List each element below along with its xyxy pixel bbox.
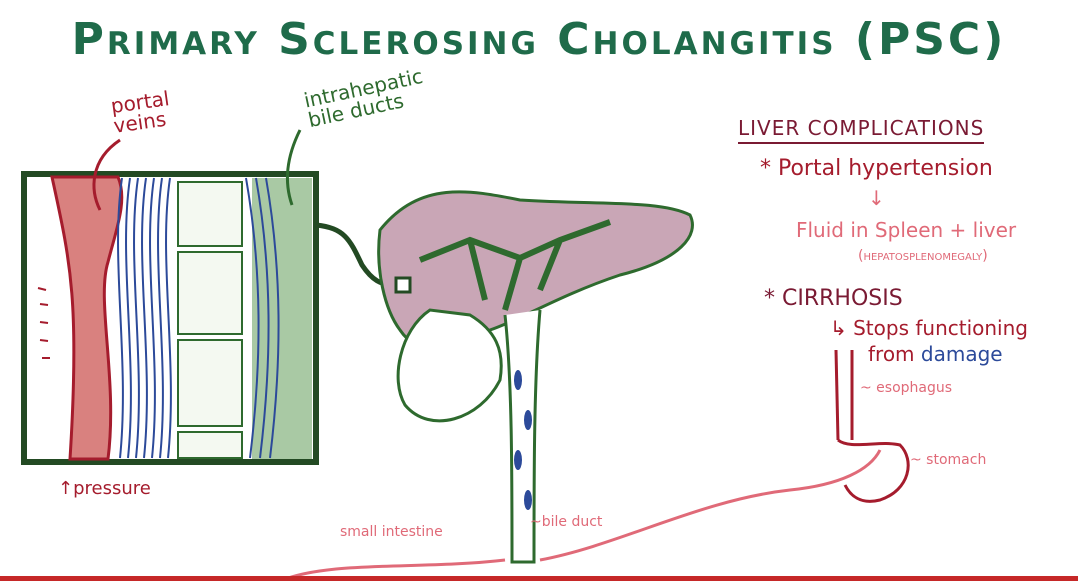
small-intestine-label: small intestine	[340, 524, 443, 540]
damage-word: damage	[920, 342, 1003, 366]
bottom-bar	[0, 576, 1078, 581]
zoom-box	[21, 171, 399, 465]
complication-item-2-detail-line2: from damage	[868, 342, 1003, 366]
complications-heading: LIVER COMPLICATIONS	[738, 116, 985, 144]
portal-veins-label: portal veins	[109, 86, 174, 138]
stomach-shape	[834, 349, 910, 503]
complication-item-1-arrow: ↓	[868, 186, 885, 210]
esophagus-label: ~ esophagus	[860, 380, 953, 396]
portal-veins-arrow	[92, 138, 121, 211]
stomach-label: ~ stomach	[910, 452, 987, 468]
liver	[377, 190, 694, 423]
complication-item-1: * Portal hypertension	[760, 156, 993, 181]
complication-item-2: * CIRRHOSIS	[764, 286, 903, 311]
small-intestine-outline	[279, 449, 882, 581]
complication-item-1-detail-line2: (hepatosplenomegaly)	[858, 248, 988, 264]
from-word: from	[868, 342, 915, 366]
bile-duct-shape	[503, 309, 542, 564]
diagram-title: Primary Sclerosing Cholangitis (PSC)	[71, 14, 1007, 65]
bile-ducts-arrow	[286, 129, 302, 206]
pressure-label: ↑pressure	[58, 478, 151, 499]
complication-item-2-detail-line1: ↳ Stops functioning	[830, 316, 1028, 340]
complication-item-1-detail-line1: Fluid in Spleen + liver	[796, 218, 1017, 242]
bile-duct-label: ~bile duct	[530, 514, 603, 530]
